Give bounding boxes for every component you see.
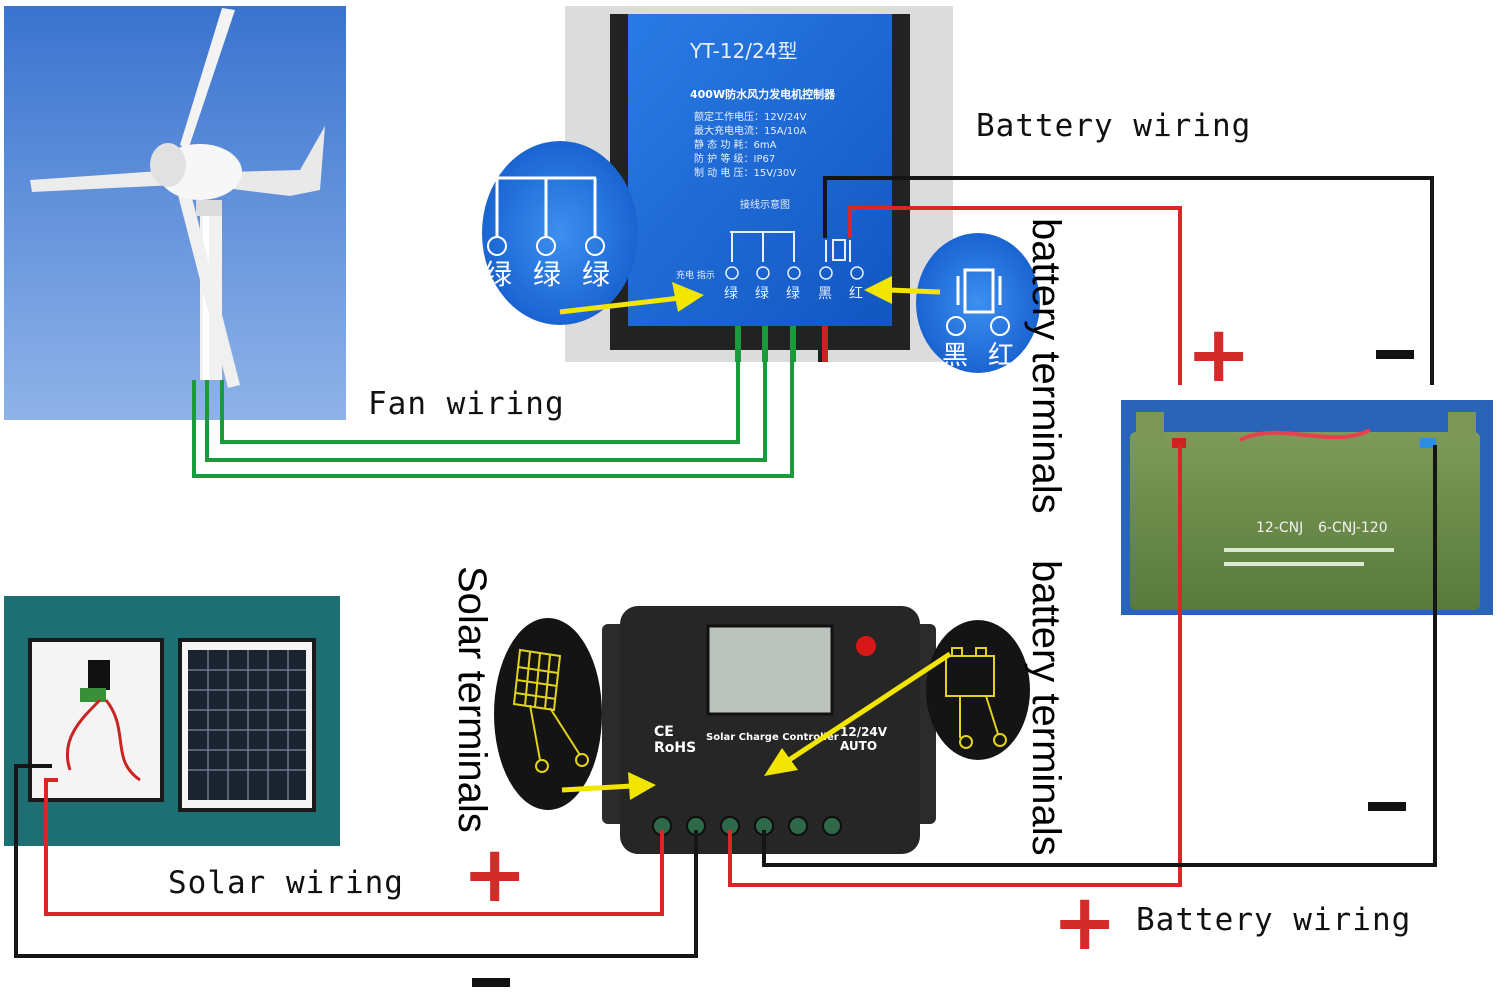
solar-ctrl-name: Solar Charge Controller [706,732,839,743]
wind-terminal-label-3: 绿 [786,286,800,302]
solar-controller-photo: CE RoHS Solar Charge Controller 12/24V A… [602,606,936,854]
solar-ctrl-ce: CE [654,724,674,740]
battery-wires [728,176,1437,887]
plus-sign-solar: + [462,830,528,920]
battery-terminals-top-label: battery terminals [1024,218,1068,514]
battery-zoom-label-1: 黑 [942,341,968,371]
wind-terminal-label-1: 绿 [724,286,738,302]
battery-terminals-zoom: 黑 红 [916,233,1040,373]
battery-terminals-bottom-label: battery terminals [1024,560,1068,856]
wind-controller-model: YT-12/24型 [689,39,797,63]
minus-sign-battery-top [1376,350,1414,359]
minus-sign-battery-bottom [1368,802,1406,811]
wind-terminal-label-5: 红 [849,286,863,302]
phase-label-2: 绿 [533,258,561,291]
wind-controller-spec-5: 制 动 电 压：15V/30V [694,166,796,179]
fan-wiring-label: Fan wiring [368,386,565,422]
wind-controller-spec-4: 防 护 等 级：IP67 [694,152,775,165]
solar-ctrl-rohs: RoHS [654,740,696,756]
solar-terminals-label: Solar terminals [450,566,494,833]
wind-turbine-photo [4,6,346,420]
wind-controller-side-note: 充电 指示 [676,269,715,281]
wind-controller-name: 400W防水风力发电机控制器 [690,87,836,101]
phase-terminals-zoom: 绿 绿 绿 [482,141,638,325]
solar-ctrl-voltage: 12/24V [840,725,888,739]
coil-icon [730,231,851,262]
solar-panel-photo [4,596,340,846]
wind-terminal-label-2: 绿 [755,286,769,302]
battery-wiring-bottom-label: Battery wiring [1136,902,1412,938]
wind-controller-spec-2: 最大充电电流：15A/10A [694,124,807,137]
phase-label-3: 绿 [582,258,610,291]
fan-wires [192,360,794,478]
wind-controller-spec-3: 静 态 功 耗：6mA [694,138,777,151]
solar-wires [14,764,698,958]
minus-sign-solar [472,978,510,987]
yellow-arrows [559,276,952,800]
wind-controller-caption: 接线示意图 [740,198,790,211]
solar-battery-terminals-zoom [926,620,1030,760]
plus-sign-battery-bottom: + [1052,878,1118,968]
phase-label-1: 绿 [484,258,512,291]
battery-model-2: 6-CNJ-120 [1318,520,1388,536]
solar-ctrl-mode: AUTO [840,739,877,753]
battery-zoom-label-2: 红 [988,341,1014,371]
battery-photo: 12-CNJ 6-CNJ-120 [1121,400,1493,615]
battery-model-1: 12-CNJ [1256,520,1303,536]
wind-controller-spec-1: 额定工作电压：12V/24V [694,110,807,123]
solar-terminals-zoom [494,618,602,810]
solar-wiring-label: Solar wiring [168,865,404,901]
battery-wiring-top-label: Battery wiring [976,108,1252,144]
plus-sign-battery-top: + [1186,310,1252,400]
wind-terminal-label-4: 黑 [818,286,832,302]
